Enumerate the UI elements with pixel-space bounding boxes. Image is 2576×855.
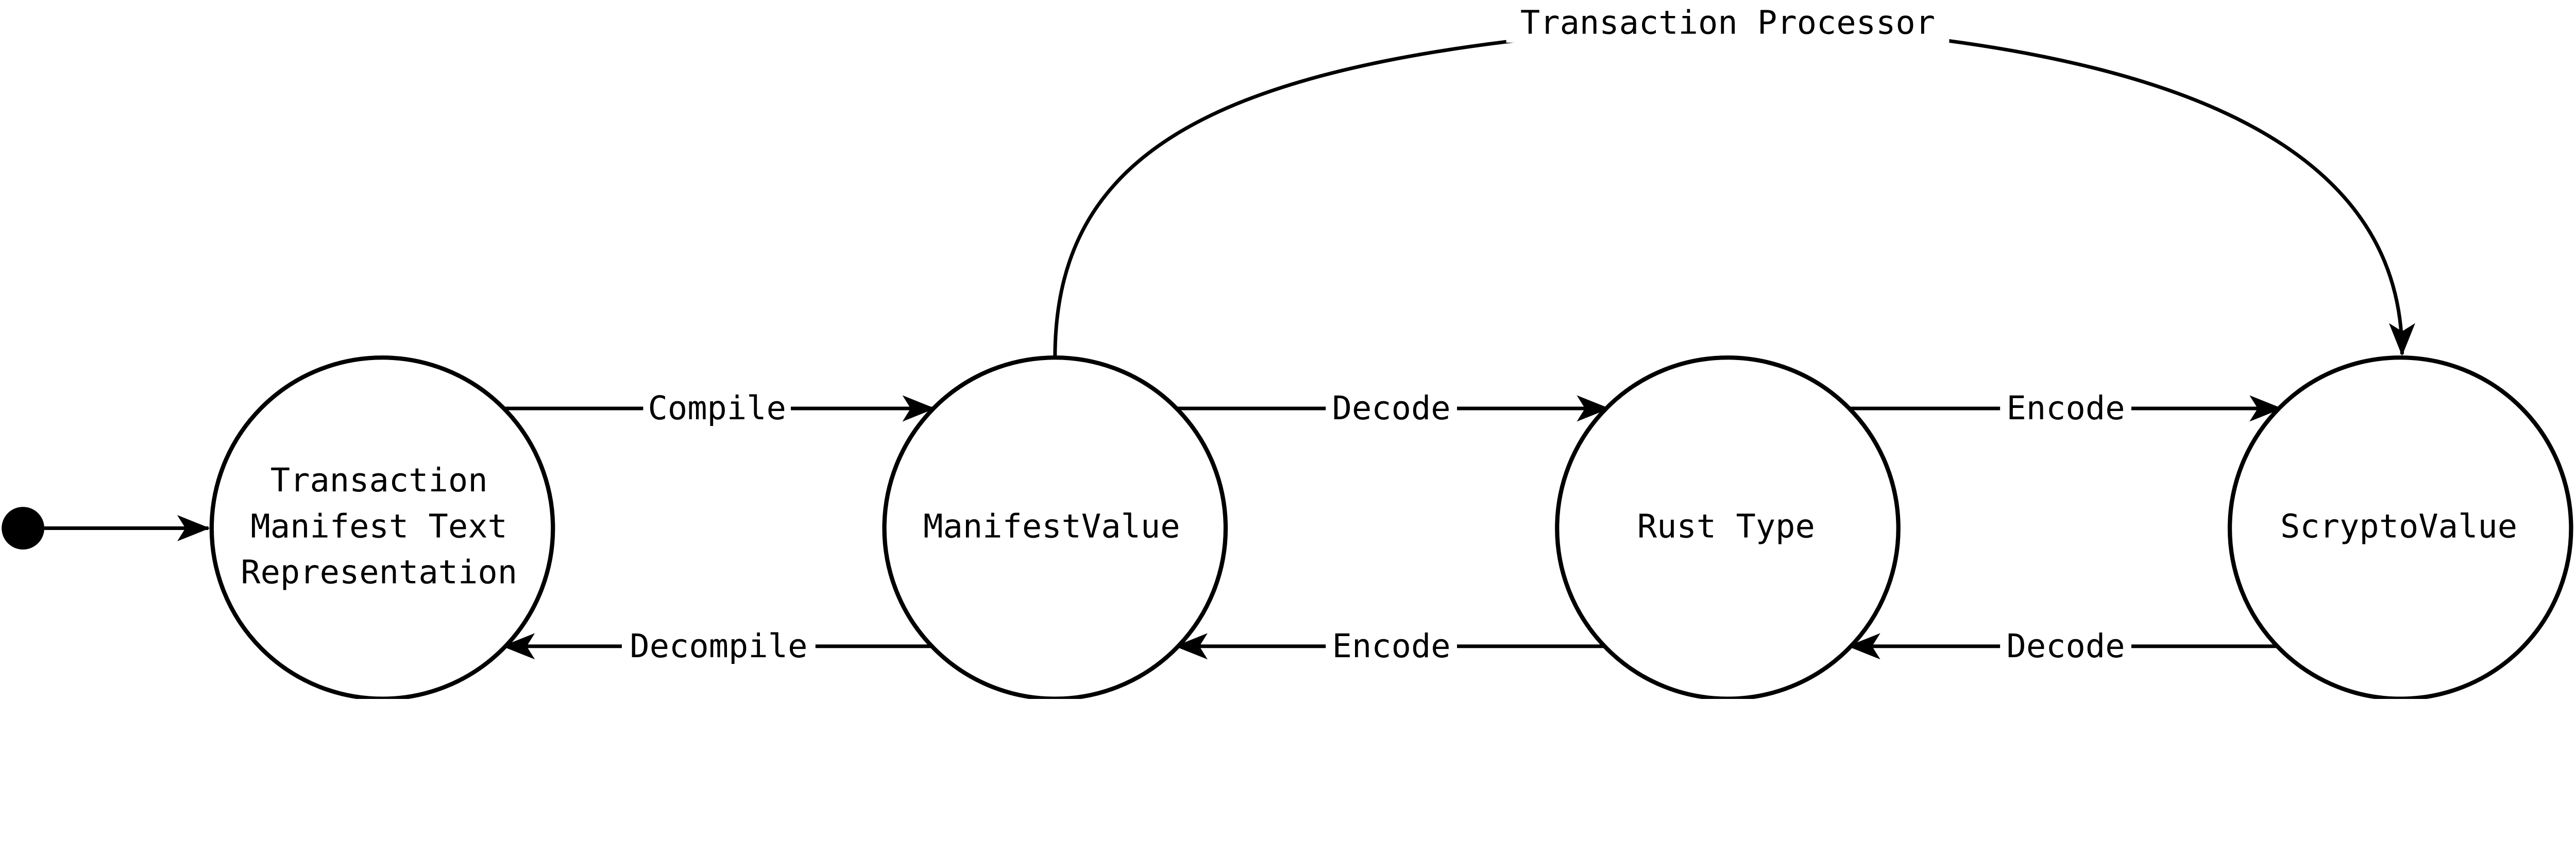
node-rust-type: Rust Type (1555, 355, 1901, 699)
edge-transaction-processor (1053, 21, 2415, 358)
edge-label-decode: Decode (1332, 389, 1451, 427)
node-label: ManifestValue (923, 507, 1180, 545)
state-diagram: Transaction Processor Compile Decompile … (2, 3, 2573, 699)
node-manifest-value: ManifestValue (882, 355, 1228, 699)
node-scrypto-value: ScryptoValue (2227, 355, 2573, 699)
node-label-line: Manifest Text (250, 507, 507, 545)
edge-label-encode: Encode (2007, 389, 2125, 427)
edge-label-transaction-processor: Transaction Processor (1520, 4, 1935, 42)
edge-label-decompile: Decompile (630, 627, 807, 665)
edge-label-compile: Compile (648, 389, 786, 427)
node-manifest-text: Transaction Manifest Text Representation (209, 355, 555, 699)
node-label-line: Transaction (270, 461, 488, 500)
start-state-dot (2, 507, 44, 550)
node-label: ScryptoValue (2280, 507, 2517, 545)
node-label: Rust Type (1637, 507, 1815, 545)
node-label-line: Representation (241, 553, 517, 591)
edge-label-encode: Encode (1332, 627, 1451, 665)
edge-label-decode: Decode (2007, 627, 2125, 665)
